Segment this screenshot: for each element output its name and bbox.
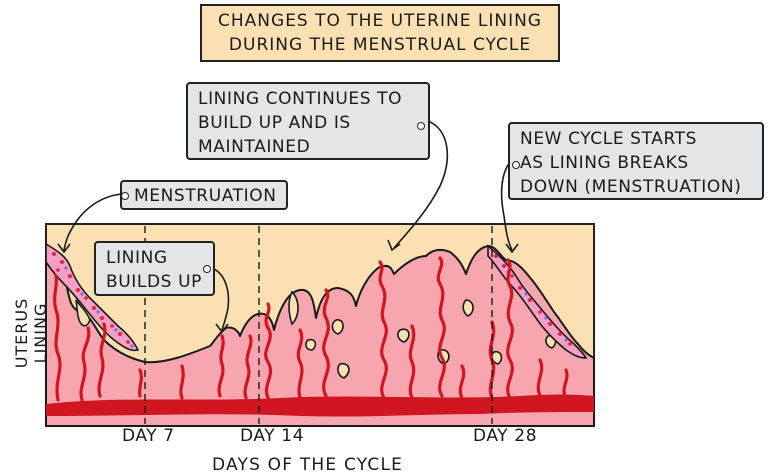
y-axis-label: UTERUS LINING <box>12 297 50 369</box>
callout-newcycle-line-1: NEW CYCLE STARTS <box>520 129 698 149</box>
callout-builds-line-1: LINING <box>106 248 168 268</box>
callout-continues-line-1: LINING CONTINUES TO <box>198 89 403 109</box>
callout-builds-line-2: BUILDS UP <box>106 272 202 292</box>
basal-vessel <box>46 394 594 417</box>
callout-continues-line-3: MAINTAINED <box>198 137 311 157</box>
x-axis-label: DAYS OF THE CYCLE <box>212 455 404 475</box>
leader-menstruation <box>63 193 123 251</box>
callout-new-cycle: NEW CYCLE STARTS AS LINING BREAKS DOWN (… <box>508 122 764 200</box>
tick-day-7: DAY 7 <box>122 426 175 446</box>
day-markers <box>144 226 493 424</box>
leader-lines <box>57 120 519 334</box>
callout-lining-continues: LINING CONTINUES TO BUILD UP AND IS MAIN… <box>186 82 430 160</box>
tick-day-14: DAY 14 <box>240 426 305 446</box>
callout-anchor-dot <box>203 265 211 273</box>
callout-lining-builds-up: LINING BUILDS UP <box>94 241 215 296</box>
title-line-2: DURING THE MENSTRUAL CYCLE <box>228 35 532 55</box>
callout-anchor-dot <box>121 192 129 200</box>
title-box: CHANGES TO THE UTERINE LINING DURING THE… <box>200 4 560 62</box>
tick-day-28: DAY 28 <box>473 426 538 446</box>
title-line-1: CHANGES TO THE UTERINE LINING <box>218 11 542 31</box>
shedding-lining-left <box>45 242 140 352</box>
spiral-arteries <box>52 256 569 402</box>
leader-builds <box>211 267 230 331</box>
leader-continues <box>393 120 449 249</box>
callout-anchor-dot <box>417 122 425 130</box>
leader-new-cycle <box>500 159 513 251</box>
callout-anchor-dot <box>512 161 520 169</box>
callout-continues-line-2: BUILD UP AND IS <box>198 113 351 133</box>
callout-menstruation-text: MENSTRUATION <box>134 186 277 206</box>
callout-newcycle-line-3: DOWN (MENSTRUATION) <box>520 177 742 197</box>
callout-newcycle-line-2: AS LINING BREAKS <box>520 153 689 173</box>
shedding-lining-right <box>487 244 588 359</box>
callout-menstruation: MENSTRUATION <box>120 180 288 210</box>
